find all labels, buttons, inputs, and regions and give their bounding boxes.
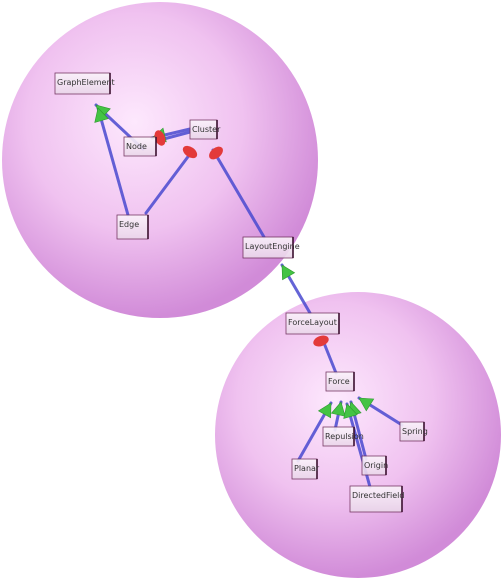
cluster-sphere-top: [2, 2, 318, 318]
inheritance-arrowhead-planar: [317, 402, 332, 419]
class-node-cluster[interactable]: Cluster: [189, 119, 221, 140]
inheritance-arrowhead-edge: [94, 107, 109, 123]
class-node-repulsion[interactable]: Repulsion: [322, 426, 364, 447]
class-node-label: Repulsion: [325, 432, 364, 441]
class-node-forcelayout[interactable]: ForceLayout: [285, 312, 340, 335]
relation-cluster-to-layoutengine-aggregation: [211, 148, 266, 239]
inheritance-arrowhead-forcelayout: [281, 264, 296, 281]
class-node-label: Spring: [402, 427, 428, 436]
aggregation-diamond-cluster-edge: [182, 145, 198, 159]
inheritance-arrowhead-spring: [358, 397, 375, 412]
class-node-origin[interactable]: Origin: [361, 455, 388, 476]
aggregation-diamond-cluster-node: [154, 130, 166, 146]
class-node-node[interactable]: Node: [123, 136, 157, 157]
class-node-directedfield[interactable]: DirectedField: [349, 485, 404, 513]
class-node-label: Node: [126, 142, 147, 151]
aggregation-diamond-forcelayout-force: [313, 335, 329, 347]
inheritance-arrowhead-directedfield: [343, 403, 358, 419]
class-node-spring[interactable]: Spring: [399, 421, 428, 442]
relation-edge-to-graphelement-inheritance: [96, 106, 130, 217]
relation-cluster-to-edge-aggregation: [144, 148, 195, 215]
class-node-label: ForceLayout: [288, 318, 337, 327]
class-node-force[interactable]: Force: [325, 371, 355, 392]
class-node-planar[interactable]: Planar: [291, 458, 320, 480]
class-node-label: GraphElement: [57, 78, 115, 87]
aggregation-diamond-cluster-layoutengine: [209, 146, 223, 160]
class-node-label: Cluster: [192, 125, 221, 134]
class-node-label: DirectedField: [352, 491, 404, 500]
class-node-label: LayoutEngine: [245, 242, 300, 251]
class-node-graphelement[interactable]: GraphElement: [54, 72, 115, 95]
class-node-edge[interactable]: Edge: [116, 214, 149, 240]
inheritance-arrowhead-repulsion: [330, 401, 346, 417]
class-node-label: Force: [328, 377, 350, 386]
class-node-box: [116, 214, 149, 240]
class-node-label: Planar: [294, 464, 320, 473]
cluster-sphere-bottom: [215, 292, 501, 578]
class-node-label: Edge: [119, 220, 139, 229]
class-node-label: Origin: [364, 461, 388, 470]
class-node-layoutengine[interactable]: LayoutEngine: [242, 236, 300, 259]
